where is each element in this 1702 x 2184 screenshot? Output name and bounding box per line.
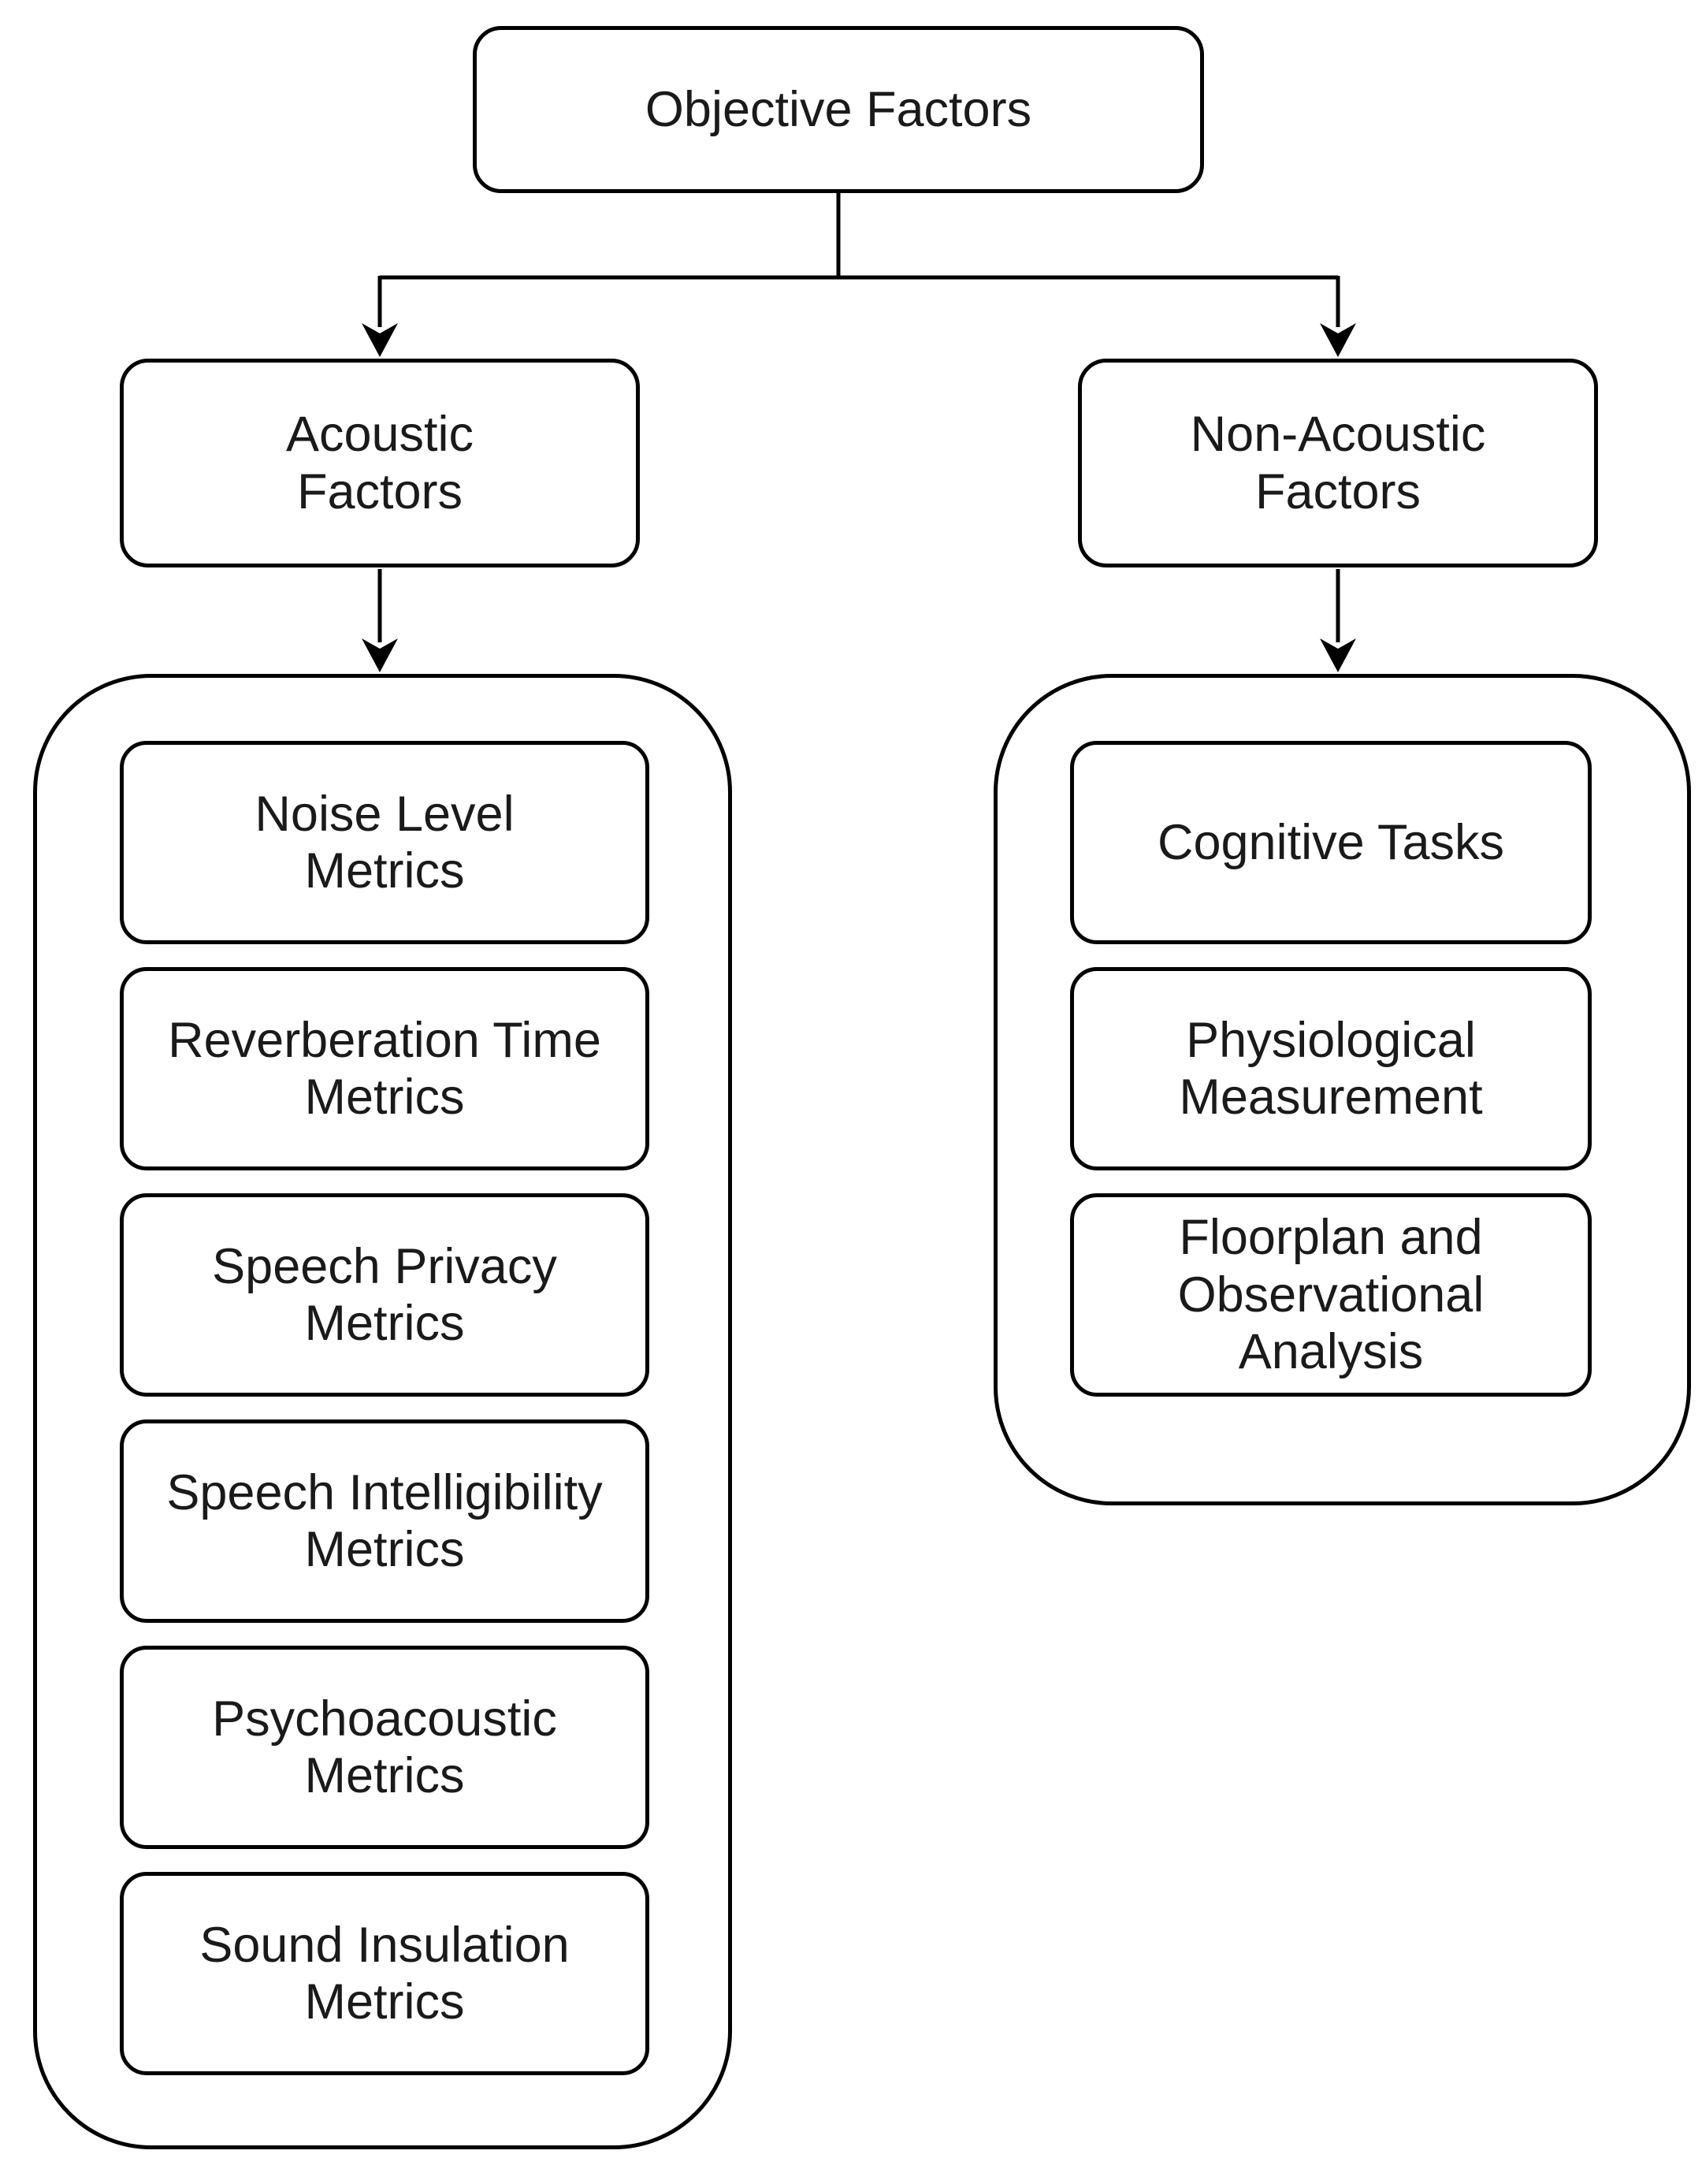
node-speech-intelligibility-metrics: Speech Intelligibility Metrics xyxy=(120,1419,649,1623)
node-label: Floorplan and Observational Analysis xyxy=(1177,1210,1485,1380)
node-label: Speech Privacy Metrics xyxy=(212,1238,557,1351)
node-label: Sound Insulation Metrics xyxy=(199,1917,570,2030)
node-label: Acoustic Factors xyxy=(285,407,474,519)
node-label: Noise Level Metrics xyxy=(255,786,515,899)
node-label: Objective Factors xyxy=(645,81,1032,137)
node-label: Cognitive Tasks xyxy=(1157,814,1505,870)
node-cognitive-tasks: Cognitive Tasks xyxy=(1070,741,1592,944)
node-non-acoustic-factors: Non-Acoustic Factors xyxy=(1078,359,1598,567)
node-speech-privacy-metrics: Speech Privacy Metrics xyxy=(120,1193,649,1397)
node-physiological-measurement: Physiological Measurement xyxy=(1070,967,1592,1170)
arrowhead-acoustic-group xyxy=(362,638,398,672)
node-objective-factors: Objective Factors xyxy=(473,26,1204,193)
node-label: Psychoacoustic Metrics xyxy=(212,1691,557,1803)
node-psychoacoustic-metrics: Psychoacoustic Metrics xyxy=(120,1646,649,1849)
arrowhead-non-acoustic-group xyxy=(1320,638,1356,672)
arrowhead-acoustic xyxy=(362,323,398,357)
node-noise-level-metrics: Noise Level Metrics xyxy=(120,741,649,944)
arrowhead-non-acoustic xyxy=(1320,323,1356,357)
node-reverberation-time-metrics: Reverberation Time Metrics xyxy=(120,967,649,1170)
node-acoustic-factors: Acoustic Factors xyxy=(120,359,640,567)
node-sound-insulation-metrics: Sound Insulation Metrics xyxy=(120,1872,649,2075)
node-label: Speech Intelligibility Metrics xyxy=(166,1464,603,1577)
node-label: Non-Acoustic Factors xyxy=(1190,407,1486,519)
node-label: Physiological Measurement xyxy=(1179,1012,1483,1125)
node-label: Reverberation Time Metrics xyxy=(168,1012,601,1125)
node-floorplan-observational-analysis: Floorplan and Observational Analysis xyxy=(1070,1193,1592,1397)
